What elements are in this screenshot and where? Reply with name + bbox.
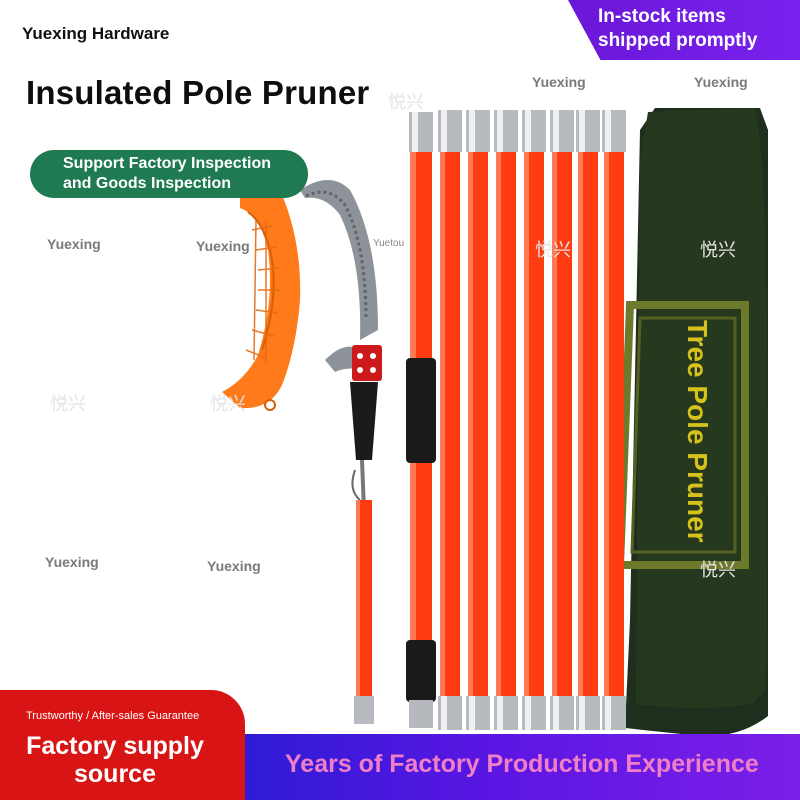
inspection-badge-line2: and Goods Inspection: [63, 175, 232, 192]
watermark-yuexing: Yuexing: [694, 74, 748, 90]
inspection-badge: Support Factory Inspection and Goods Ins…: [30, 150, 308, 198]
factory-supply-line1: Factory supply: [26, 732, 204, 760]
experience-text: Years of Factory Production Experience: [285, 750, 759, 778]
carry-bag: Tree Pole Pruner: [615, 108, 768, 737]
watermark-cn: 悦兴: [535, 240, 571, 260]
watermark-yuexing: Yuexing: [196, 238, 250, 254]
watermark-cn: 悦兴: [700, 560, 736, 580]
guarantee-text: Trustworthy / After-sales Guarantee: [26, 710, 200, 722]
product-title: Insulated Pole Pruner: [26, 74, 370, 111]
factory-supply-panel: Trustworthy / After-sales Guarantee Fact…: [0, 690, 245, 800]
factory-supply-line2: source: [74, 760, 156, 788]
stock-banner-line1: In-stock items: [598, 6, 726, 27]
stock-banner: In-stock items shipped promptly: [568, 0, 800, 60]
watermark-yuexing: Yuexing: [532, 74, 586, 90]
watermark-cn: 悦兴: [50, 394, 86, 414]
pole-set: [406, 110, 626, 730]
watermark-yuetou: Yuetou: [373, 238, 405, 249]
bag-print: Tree Pole Pruner: [682, 320, 713, 543]
stock-banner-line2: shipped promptly: [598, 30, 758, 51]
brand-name: Yuexing Hardware: [22, 24, 170, 43]
experience-bar: Years of Factory Production Experience: [245, 734, 800, 800]
watermark-yuexing: Yuexing: [45, 554, 99, 570]
pruner-saw: [300, 180, 382, 724]
inspection-badge-line1: Support Factory Inspection: [63, 155, 272, 172]
watermark-cn: 悦兴: [700, 240, 736, 260]
watermark-yuexing: Yuexing: [47, 236, 101, 252]
watermark-cn: 悦兴: [388, 92, 424, 112]
watermark-cn: 悦兴: [210, 394, 246, 414]
watermark-yuexing: Yuexing: [207, 558, 261, 574]
blade-cover: [222, 185, 301, 411]
